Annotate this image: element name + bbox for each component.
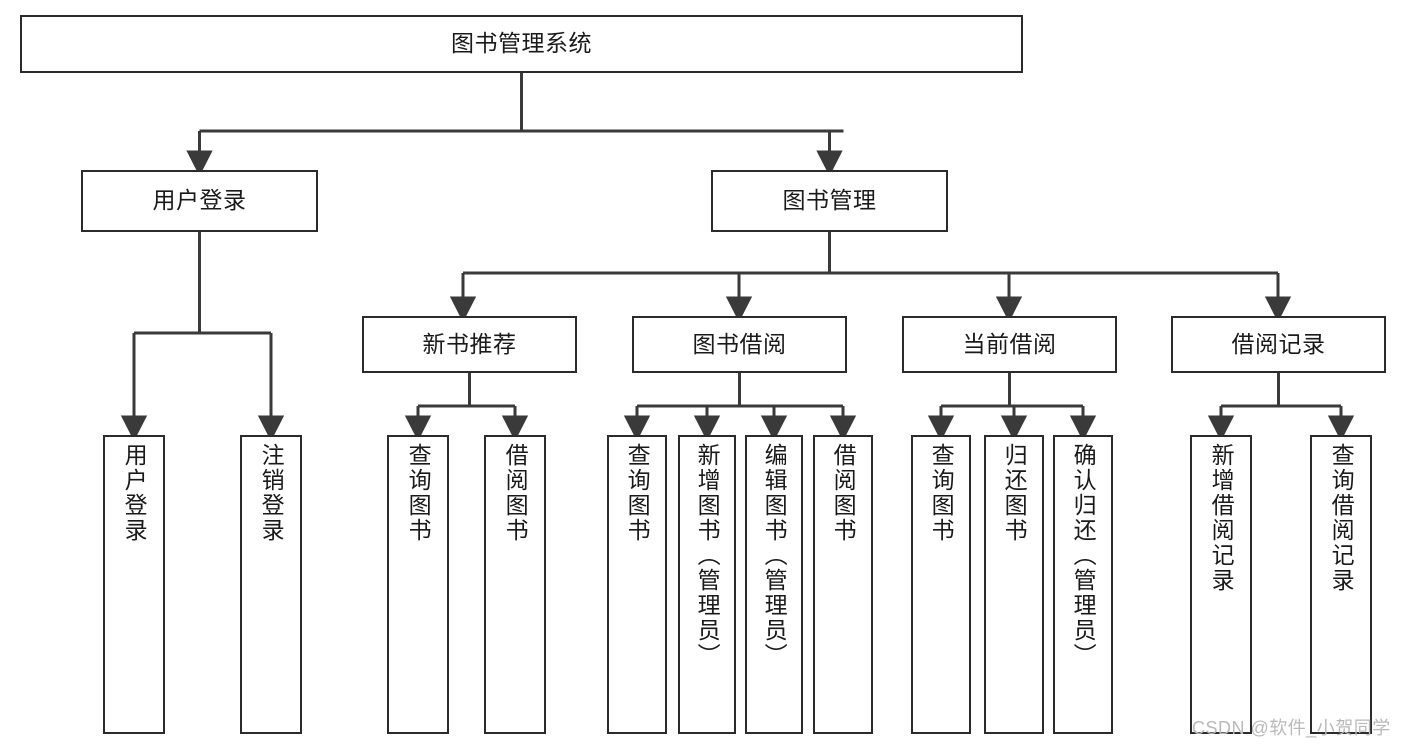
node-user-login[interactable]: 用户登录 — [81, 170, 318, 232]
node-label: 查询图书 — [405, 443, 432, 543]
node-label: 用户登录 — [152, 187, 247, 214]
leaf-query-book-borrow[interactable]: 查询图书 — [607, 435, 667, 734]
node-root-system[interactable]: 图书管理系统 — [20, 15, 1023, 73]
node-label: 图书管理 — [782, 187, 877, 214]
node-new-book-recommend[interactable]: 新书推荐 — [362, 316, 577, 373]
node-label: 借阅图书 — [830, 443, 857, 543]
node-label: 编辑图书（管理员） — [761, 443, 788, 668]
node-label: 图书借阅 — [692, 330, 787, 357]
node-label: 借阅图书 — [502, 443, 529, 543]
node-label: 查询图书 — [928, 443, 955, 543]
node-label: 当前借阅 — [962, 330, 1057, 357]
node-borrow-records[interactable]: 借阅记录 — [1171, 316, 1386, 373]
node-label: 确认归还（管理员） — [1070, 443, 1097, 668]
leaf-confirm-return-admin[interactable]: 确认归还（管理员） — [1053, 435, 1113, 734]
node-book-management[interactable]: 图书管理 — [711, 170, 948, 232]
csdn-watermark: CSDN @软件_小贺同学 — [1192, 718, 1391, 738]
leaf-borrow-book-recommend[interactable]: 借阅图书 — [484, 435, 546, 734]
leaf-user-logout[interactable]: 注销登录 — [240, 435, 302, 734]
node-label: 查询图书 — [624, 443, 651, 543]
node-label: 查询借阅记录 — [1328, 443, 1355, 593]
node-label: 借阅记录 — [1231, 330, 1326, 357]
leaf-query-book-current[interactable]: 查询图书 — [911, 435, 971, 734]
leaf-user-login[interactable]: 用户登录 — [103, 435, 165, 734]
node-label: 归还图书 — [1001, 443, 1028, 543]
node-label: 图书管理系统 — [451, 30, 592, 57]
leaf-add-borrow-record[interactable]: 新增借阅记录 — [1190, 435, 1252, 734]
leaf-query-borrow-record[interactable]: 查询借阅记录 — [1310, 435, 1372, 734]
node-label: 新增借阅记录 — [1208, 443, 1235, 593]
node-label: 新增图书（管理员） — [694, 443, 721, 668]
leaf-lend-book[interactable]: 借阅图书 — [813, 435, 873, 734]
leaf-edit-book-admin[interactable]: 编辑图书（管理员） — [745, 435, 803, 734]
leaf-return-book[interactable]: 归还图书 — [984, 435, 1044, 734]
node-current-borrow[interactable]: 当前借阅 — [902, 316, 1117, 373]
node-label: 新书推荐 — [422, 330, 517, 357]
leaf-query-book-recommend[interactable]: 查询图书 — [387, 435, 449, 734]
node-label: 用户登录 — [121, 443, 148, 543]
leaf-add-book-admin[interactable]: 新增图书（管理员） — [678, 435, 736, 734]
node-label: 注销登录 — [258, 443, 285, 543]
node-book-borrow[interactable]: 图书借阅 — [632, 316, 847, 373]
